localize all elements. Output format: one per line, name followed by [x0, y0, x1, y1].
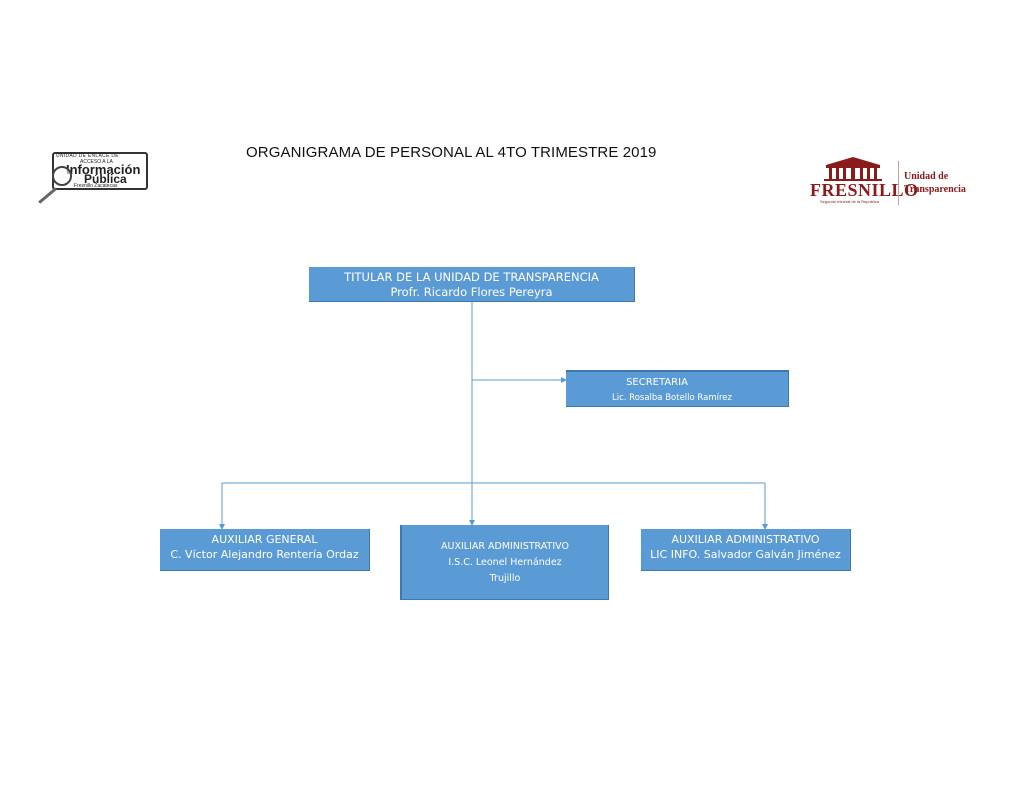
brand-tagline: Segundo mineral de la República [820, 199, 879, 204]
logo-text-line2: ACCESO A LA [80, 159, 113, 165]
magnifier-icon [52, 166, 72, 186]
node-aux-admin-2-role: AUXILIAR ADMINISTRATIVO [671, 533, 820, 546]
node-secretaria-role: SECRETARIA [626, 377, 688, 388]
logo-text-line5: Fresnillo Zacatecas [74, 183, 118, 189]
node-titular-role: TITULAR DE LA UNIDAD DE TRANSPARENCIA [344, 270, 599, 284]
node-aux-admin-2-name: LIC INFO. Salvador Galván Jiménez [650, 548, 841, 561]
node-auxiliar-administrativo-2: AUXILIAR ADMINISTRATIVO LIC INFO. Salvad… [641, 529, 851, 571]
unit-label-line2: Transparencia [904, 184, 966, 195]
building-icon [824, 157, 882, 181]
logo-divider [898, 161, 899, 205]
node-auxiliar-general-role: AUXILIAR GENERAL [211, 533, 318, 546]
logo-text-line4: Pública [84, 172, 127, 186]
node-aux-admin-1-name-line2: Trujillo [489, 573, 521, 584]
page-title: ORGANIGRAMA DE PERSONAL AL 4TO TRIMESTRE… [246, 144, 657, 161]
logo-text-line1: UNIDAD DE ENLACE DE [56, 153, 119, 159]
logo-text-line3: Información [66, 162, 141, 177]
informacion-publica-logo: UNIDAD DE ENLACE DE ACCESO A LA Informac… [34, 150, 148, 204]
node-auxiliar-general-name: C. Víctor Alejandro Rentería Ordaz [170, 548, 359, 561]
unit-label-line1: Unidad de [904, 171, 949, 182]
node-auxiliar-general: AUXILIAR GENERAL C. Víctor Alejandro Ren… [160, 529, 370, 571]
node-auxiliar-administrativo-1: AUXILIAR ADMINISTRATIVO I.S.C. Leonel He… [400, 525, 609, 600]
node-titular: TITULAR DE LA UNIDAD DE TRANSPARENCIA Pr… [309, 267, 635, 302]
brand-name: FRESNILLO [810, 180, 919, 200]
node-aux-admin-1-role: AUXILIAR ADMINISTRATIVO [441, 541, 569, 552]
node-secretaria: SECRETARIA Lic. Rosalba Botello Ramírez [566, 370, 789, 407]
node-secretaria-name: Lic. Rosalba Botello Ramírez [612, 393, 732, 403]
node-aux-admin-1-name-line1: I.S.C. Leonel Hernández [448, 557, 562, 568]
fresnillo-logo: FRESNILLO Segundo mineral de la Repúblic… [808, 155, 978, 211]
node-titular-name: Profr. Ricardo Flores Pereyra [390, 285, 553, 299]
